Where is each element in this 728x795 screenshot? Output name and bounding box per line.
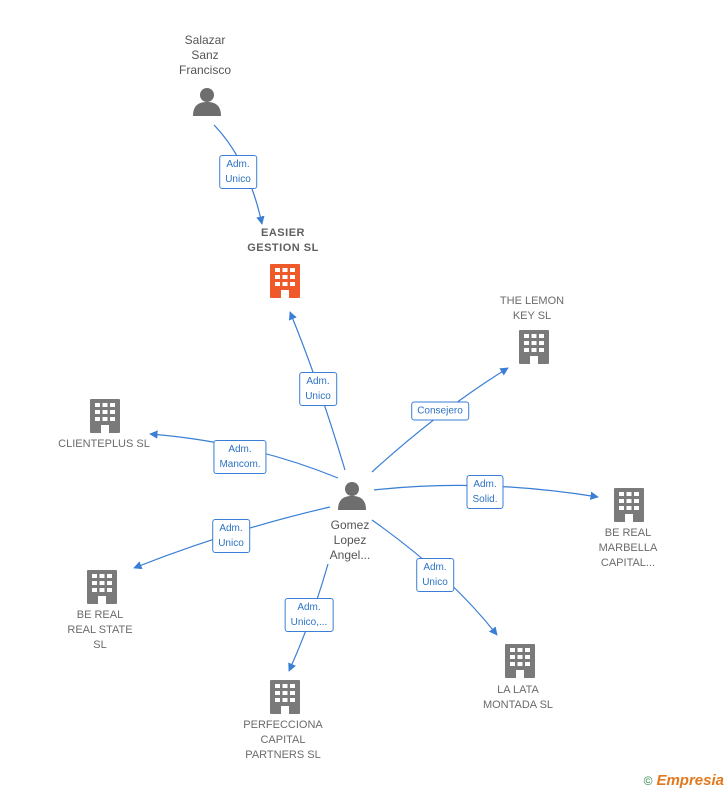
building-icon-perfecciona[interactable] xyxy=(270,680,300,714)
building-icon-lalata[interactable] xyxy=(505,644,535,678)
node-label-perfecciona[interactable]: PERFECCIONA CAPITAL PARTNERS SL xyxy=(243,719,323,761)
node-label-lalata[interactable]: LA LATA MONTADA SL xyxy=(482,684,554,711)
edge-label-gomez-clienteplus[interactable]: Adm. Mancom. xyxy=(213,440,267,474)
node-label-clienteplus[interactable]: CLIENTEPLUS SL xyxy=(58,438,150,450)
person-icon-salazar[interactable] xyxy=(193,88,221,116)
copyright-icon: © xyxy=(643,774,653,788)
edge-label-salazar-easier[interactable]: Adm. Unico xyxy=(219,155,257,189)
building-icon-realstate[interactable] xyxy=(87,570,117,604)
person-icon-gomez[interactable] xyxy=(338,482,366,510)
building-icon-lemon[interactable] xyxy=(519,330,549,364)
edge-label-gomez-easier[interactable]: Adm. Unico xyxy=(299,372,337,406)
credit: ©Empresia xyxy=(644,772,724,789)
node-label-realstate[interactable]: BE REAL REAL STATE SL xyxy=(67,609,133,651)
node-label-marbella[interactable]: BE REAL MARBELLA CAPITAL... xyxy=(598,527,658,569)
node-label-salazar[interactable]: Salazar Sanz Francisco xyxy=(178,33,232,77)
edge-label-gomez-lalata[interactable]: Adm. Unico xyxy=(416,558,454,592)
edge-label-gomez-perfecciona[interactable]: Adm. Unico,... xyxy=(284,598,334,632)
node-label-easier[interactable]: EASIER GESTION SL xyxy=(247,227,319,254)
edge-label-gomez-realstate[interactable]: Adm. Unico xyxy=(212,519,250,553)
building-icon-clienteplus[interactable] xyxy=(90,399,120,433)
building-icon-marbella[interactable] xyxy=(614,488,644,522)
edge-label-gomez-lemon[interactable]: Consejero xyxy=(411,401,469,421)
building-icon-easier[interactable] xyxy=(270,264,300,298)
node-label-gomez[interactable]: Gomez Lopez Angel... xyxy=(329,518,371,562)
node-label-lemon[interactable]: THE LEMON KEY SL xyxy=(499,295,565,322)
edge-label-gomez-marbella[interactable]: Adm. Solid. xyxy=(466,475,504,509)
brand-logo: Empresia xyxy=(656,772,724,789)
